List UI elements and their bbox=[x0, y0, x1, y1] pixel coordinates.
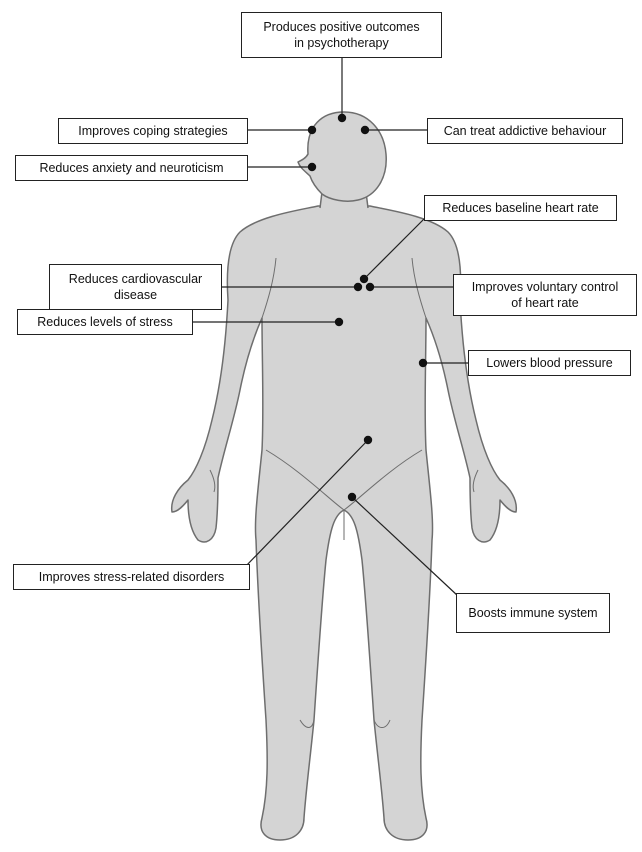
dot-heart-rate bbox=[360, 275, 368, 283]
label-addictive-behaviour: Can treat addictive behaviour bbox=[427, 118, 623, 144]
dot-coping bbox=[308, 126, 316, 134]
label-anxiety-neuroticism: Reduces anxiety and neuroticism bbox=[15, 155, 248, 181]
label-voluntary-heart-rate: Improves voluntary control of heart rate bbox=[453, 274, 637, 316]
dot-stress bbox=[335, 318, 343, 326]
dot-anxiety bbox=[308, 163, 316, 171]
label-levels-of-stress: Reduces levels of stress bbox=[17, 309, 193, 335]
label-blood-pressure: Lowers blood pressure bbox=[468, 350, 631, 376]
dot-psychotherapy bbox=[338, 114, 346, 122]
label-baseline-heart-rate: Reduces baseline heart rate bbox=[424, 195, 617, 221]
dot-voluntary bbox=[366, 283, 374, 291]
label-immune-system: Boosts immune system bbox=[456, 593, 610, 633]
dot-addictive bbox=[361, 126, 369, 134]
label-psychotherapy: Produces positive outcomes in psychother… bbox=[241, 12, 442, 58]
label-coping-strategies: Improves coping strategies bbox=[58, 118, 248, 144]
label-cardiovascular-disease: Reduces cardiovascular disease bbox=[49, 264, 222, 310]
label-stress-related-disorders: Improves stress-related disorders bbox=[13, 564, 250, 590]
dot-stress-disorders bbox=[364, 436, 372, 444]
dot-immune bbox=[348, 493, 356, 501]
dot-cardio bbox=[354, 283, 362, 291]
body-silhouette bbox=[172, 112, 517, 840]
dot-blood-pressure bbox=[419, 359, 427, 367]
